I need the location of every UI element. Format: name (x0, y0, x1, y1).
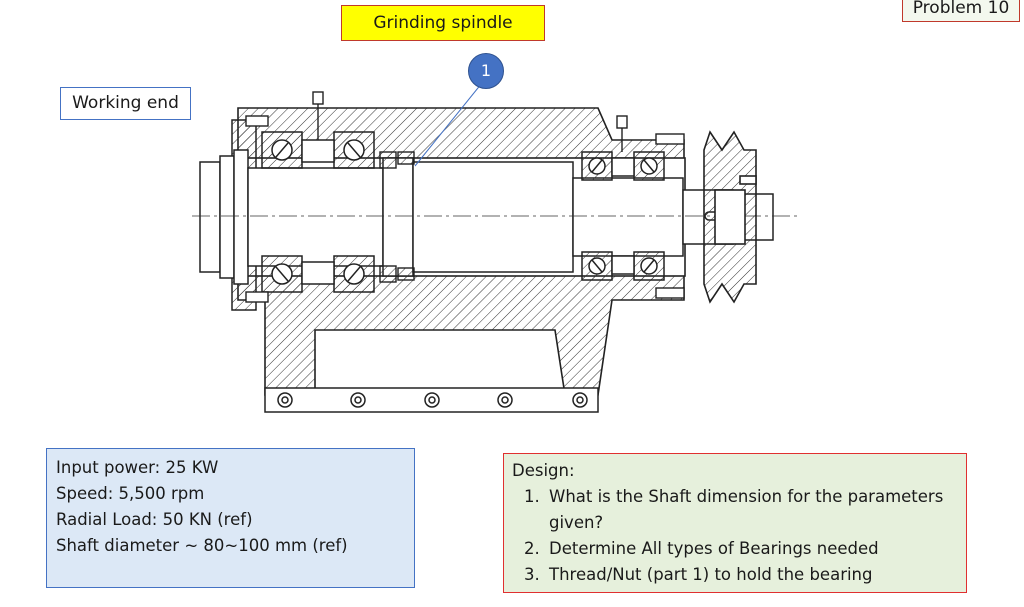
working-end-label: Working end (60, 87, 191, 120)
spec-input-power: Input power: 25 KW (56, 458, 219, 477)
design-list: What is the Shaft dimension for the para… (512, 484, 958, 588)
design-item-1: What is the Shaft dimension for the para… (545, 484, 958, 536)
design-box: Design: What is the Shaft dimension for … (503, 453, 967, 593)
pulley (703, 130, 757, 304)
callout-number: 1 (480, 61, 492, 80)
lock-nut (379, 151, 415, 283)
spec-speed: Speed: 5,500 rpm (56, 484, 205, 503)
design-heading: Design: (512, 461, 575, 480)
spec-shaft-diameter: Shaft diameter ~ 80~100 mm (ref) (56, 536, 348, 555)
base-plate (264, 387, 599, 413)
design-item-3: Thread/Nut (part 1) to hold the bearing (545, 562, 958, 588)
callout-leader (414, 77, 487, 167)
drawing-title: Grinding spindle (341, 5, 545, 41)
spec-radial-load: Radial Load: 50 KN (ref) (56, 510, 253, 529)
callout-1: 1 (468, 53, 504, 89)
problem-label: Problem 10 (902, 0, 1020, 22)
base-bolts (277, 392, 588, 408)
flange-bolts (245, 115, 685, 303)
spindle-shaft (247, 157, 774, 277)
specs-box: Input power: 25 KW Speed: 5,500 rpm Radi… (46, 448, 415, 588)
design-item-2: Determine All types of Bearings needed (545, 536, 958, 562)
grease-fittings (312, 91, 628, 152)
rear-bearings (581, 151, 665, 281)
